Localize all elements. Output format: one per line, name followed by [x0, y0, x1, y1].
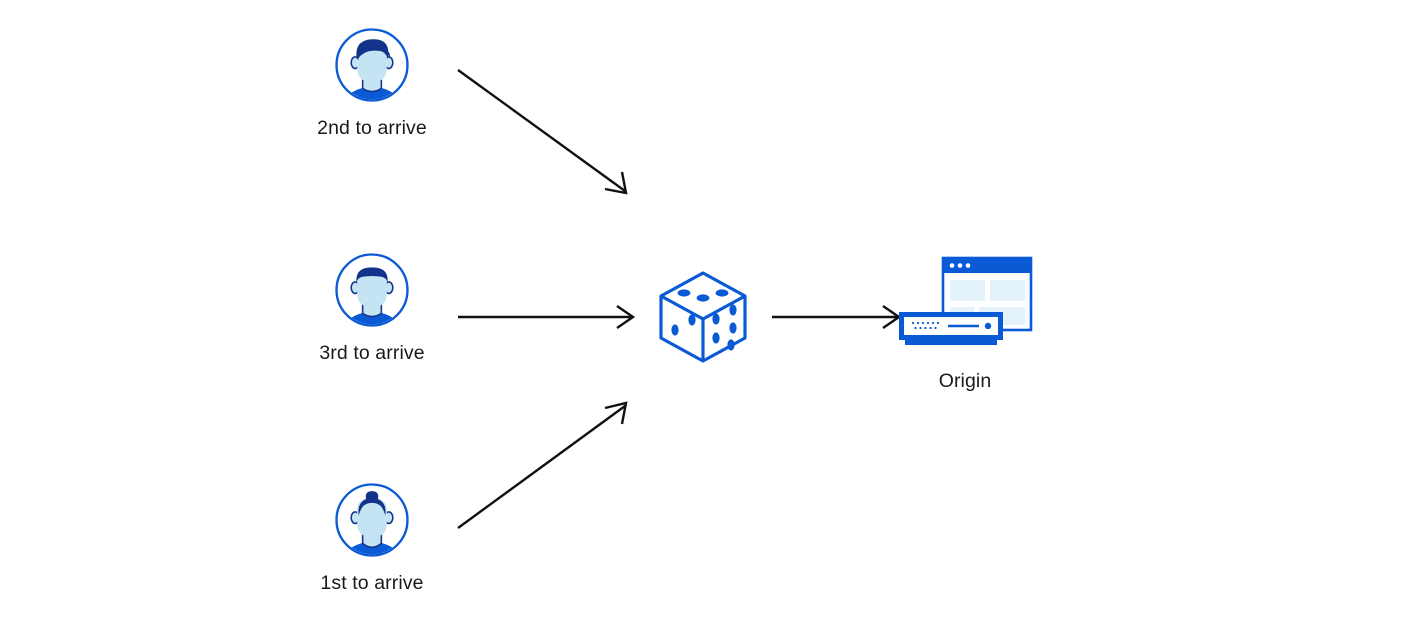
origin-node[interactable]: Origin — [880, 250, 1050, 393]
client-label-1st-to-arrive: 1st to arrive — [320, 572, 424, 594]
client-label-2nd-to-arrive: 2nd to arrive — [317, 117, 427, 139]
user-avatar-icon — [333, 481, 411, 559]
origin-label: Origin — [938, 370, 992, 392]
client-label-3rd-to-arrive: 3rd to arrive — [319, 342, 425, 364]
arrow-client-3rd-to-balancer — [458, 305, 636, 329]
server-rack-icon — [899, 312, 1003, 345]
random-balancer-node[interactable] — [648, 262, 758, 372]
client-node-3rd-to-arrive[interactable]: 3rd to arrive — [292, 251, 452, 365]
arrow-client-1st-to-balancer — [457, 401, 628, 529]
user-avatar-icon — [333, 251, 411, 329]
origin-server-icon — [895, 250, 1035, 350]
dice-top-pips — [677, 289, 729, 302]
arrow-client-2nd-to-balancer — [457, 69, 628, 195]
client-node-1st-to-arrive[interactable]: 1st to arrive — [292, 481, 452, 595]
user-avatar-icon — [333, 26, 411, 104]
dice-icon — [648, 262, 758, 377]
dice-right-pips — [712, 304, 737, 351]
dice-left-pips — [671, 314, 696, 336]
client-node-2nd-to-arrive[interactable]: 2nd to arrive — [292, 26, 452, 140]
